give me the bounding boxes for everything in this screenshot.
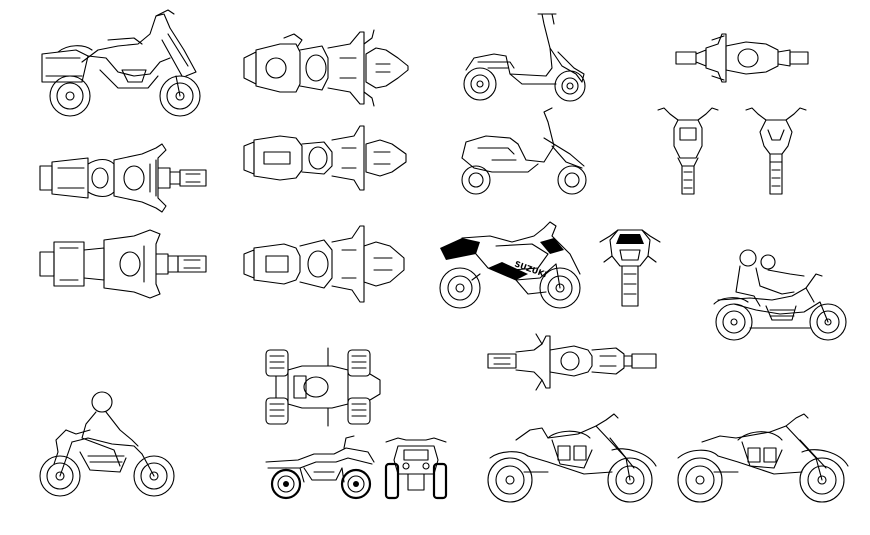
motorcycle-top-view-long xyxy=(486,332,658,394)
touring-motorcycle-top-view-alt xyxy=(38,226,210,304)
scooter-rear-view xyxy=(656,106,720,198)
atv-front-view xyxy=(384,432,448,502)
rider-on-naked-motorcycle-side-view xyxy=(36,390,176,502)
atv-top-view xyxy=(262,346,384,428)
chopper-motorcycle-side-view xyxy=(486,410,658,506)
scooter-top-view xyxy=(672,32,812,84)
sportbike-front-view xyxy=(598,222,662,310)
motorcycle-top-view-1 xyxy=(240,28,412,108)
scooter-front-view xyxy=(744,106,808,198)
atv-side-view xyxy=(264,432,376,502)
motorcycle-top-view-2 xyxy=(240,124,412,192)
touring-motorcycle-top-view xyxy=(38,138,210,218)
cruiser-with-riders-side-view xyxy=(710,244,854,346)
sportbike-side-view: SUZUKI xyxy=(432,220,590,312)
scooter-side-view xyxy=(458,12,590,104)
scooter-side-view-alt xyxy=(458,107,590,198)
motorcycle-top-view-3 xyxy=(240,224,412,304)
chopper-motorcycle-side-view-alt xyxy=(674,410,850,506)
touring-motorcycle-side-view xyxy=(38,9,208,120)
